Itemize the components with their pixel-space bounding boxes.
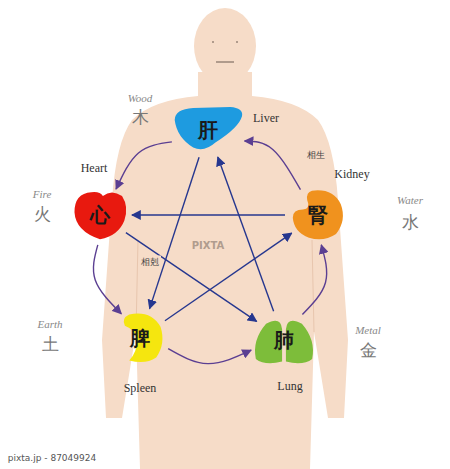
- element-name: Metal: [355, 324, 381, 336]
- head: [194, 8, 256, 84]
- generating-arrow: [116, 142, 172, 189]
- liver-organ: 肝Liver: [171, 105, 245, 155]
- lung-organ: 肺Lung: [252, 313, 316, 367]
- element-name: Earth: [37, 318, 62, 330]
- organ-character: 心: [71, 188, 129, 242]
- edge-label: 相生: [305, 149, 327, 162]
- element-name: Fire: [33, 188, 52, 200]
- generating-arrow: [302, 245, 326, 315]
- element-name: Wood: [128, 92, 153, 104]
- body-silhouette: [102, 72, 348, 469]
- organ-name: Kidney: [334, 167, 369, 182]
- organ-name: Spleen: [124, 381, 157, 396]
- organ-name: Liver: [253, 111, 279, 126]
- generating-arrow: [168, 349, 251, 364]
- controlling-arrow: [132, 214, 285, 215]
- controlling-arrow: [126, 233, 257, 322]
- organ-name: Heart: [81, 161, 108, 176]
- generating-arrow: [245, 141, 301, 190]
- generating-arrow: [93, 245, 121, 314]
- face: [212, 42, 238, 62]
- controlling-arrow: [218, 157, 274, 311]
- controlling-arrow: [150, 157, 199, 308]
- organ-name: Lung: [277, 379, 302, 394]
- element-character: 水: [402, 211, 419, 234]
- organ-character: 脾: [113, 310, 167, 366]
- element-name: Water: [397, 194, 423, 206]
- element-character: 金: [360, 339, 377, 362]
- spleen-organ: 脾Spleen: [113, 310, 167, 366]
- organ-character: 肝: [171, 105, 245, 155]
- organ-character: 腎: [288, 188, 348, 242]
- organ-character: 肺: [252, 313, 316, 367]
- element-character: 木: [132, 106, 149, 129]
- image-credit: pixta.jp - 87049924: [8, 453, 96, 463]
- element-character: 火: [34, 203, 51, 226]
- kidney-organ: 腎Kidney: [288, 188, 348, 242]
- heart-organ: 心Heart: [71, 188, 129, 242]
- edge-label: 相剋: [139, 256, 161, 269]
- element-character: 土: [42, 333, 59, 356]
- watermark: PIXTA: [192, 240, 225, 251]
- arm-line: [136, 240, 314, 332]
